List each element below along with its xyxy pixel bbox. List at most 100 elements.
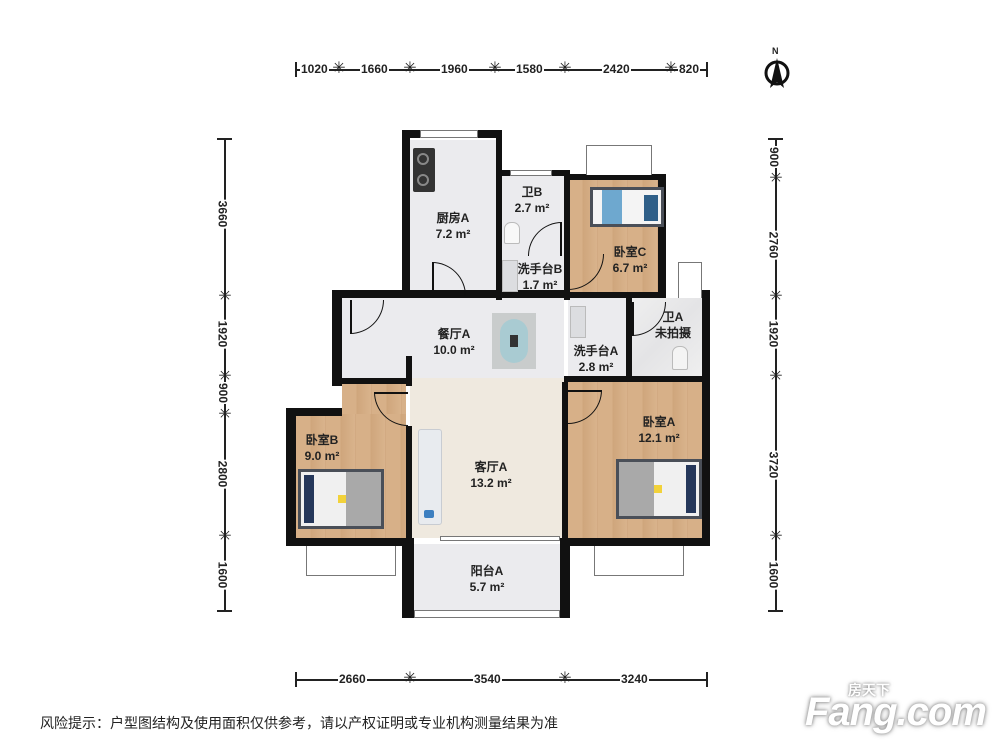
toilet-b-icon (504, 222, 520, 244)
room-name: 卫A (662, 310, 684, 324)
bedroom-b-label: 卧室B 9.0 m² (296, 432, 348, 464)
room-name: 餐厅A (437, 327, 471, 341)
wall (658, 174, 666, 298)
room-name: 卧室B (305, 433, 339, 447)
dim-tick-icon: ✳ (769, 170, 783, 187)
left-dim-3: 900 (216, 381, 231, 405)
wall (564, 376, 710, 382)
bedroom-c-bay-window (586, 145, 652, 175)
room-area: 10.0 m² (433, 343, 475, 357)
balcony-floor (414, 544, 560, 610)
top-dim-line (295, 69, 707, 71)
room-name: 卫B (521, 185, 543, 199)
room-area: 1.7 m² (522, 278, 558, 292)
wall (402, 290, 564, 298)
right-dim-5: 1600 (766, 560, 781, 590)
right-dim-end-top (768, 138, 783, 140)
left-dim-4: 2800 (215, 459, 230, 489)
top-dim-1: 1020 (300, 62, 329, 76)
dim-tick-icon: ✳ (769, 288, 783, 305)
bed-c-icon (590, 187, 664, 227)
room-area: 13.2 m² (470, 476, 512, 490)
wall (564, 170, 570, 300)
room-area: 未拍摄 (654, 326, 691, 340)
right-dim-1: 900 (767, 145, 782, 169)
basin-b-label: 洗手台B 1.7 m² (514, 261, 566, 293)
top-dim-4: 1580 (515, 62, 544, 76)
balcony-sliding-door (440, 536, 560, 541)
dim-tick-icon: ✳ (769, 528, 783, 545)
wall (564, 292, 664, 298)
left-dim-line (224, 138, 226, 610)
living-label: 客厅A 13.2 m² (456, 459, 526, 491)
sofa-icon (418, 429, 442, 525)
right-dim-2: 2760 (766, 230, 781, 260)
bath-a-window (678, 262, 702, 298)
kitchen-label: 厨房A 7.2 m² (420, 210, 486, 242)
right-dim-line (775, 138, 777, 610)
room-name: 客厅A (474, 460, 508, 474)
wall (332, 378, 412, 384)
dim-tick-icon: ✳ (558, 60, 572, 77)
bed-a-icon (616, 459, 702, 519)
right-dim-end-bottom (768, 610, 783, 612)
left-dim-1: 3660 (215, 199, 230, 229)
wall (286, 408, 342, 416)
disclaimer-text: 风险提示：户型图结构及使用面积仅供参考，请以产权证明或专业机构测量结果为准 (40, 715, 558, 731)
bedroom-a-bay-window (594, 546, 684, 576)
toilet-a-icon (672, 346, 688, 370)
wall (406, 356, 412, 386)
bottom-dim-1: 2660 (338, 672, 367, 686)
wall (562, 538, 710, 546)
room-name: 卧室A (642, 415, 676, 429)
dim-tick-icon: ✳ (488, 60, 502, 77)
wall (702, 290, 710, 546)
right-dim-3: 1920 (766, 319, 781, 349)
room-area: 2.8 m² (578, 360, 614, 374)
room-area: 2.7 m² (514, 201, 550, 215)
dining-label: 餐厅A 10.0 m² (424, 326, 484, 358)
logo-cn-text: 房天下 (848, 682, 890, 698)
stove-icon (413, 148, 435, 192)
left-dim-5: 1600 (215, 560, 230, 590)
bottom-dim-end-left (295, 672, 297, 687)
wall (626, 298, 632, 378)
wall (562, 382, 568, 546)
top-dim-2: 1660 (360, 62, 389, 76)
balcony-window (414, 610, 560, 618)
basin-a-label: 洗手台A 2.8 m² (568, 343, 624, 375)
dim-tick-icon: ✳ (558, 670, 572, 687)
wall (286, 538, 412, 546)
dim-tick-icon: ✳ (403, 670, 417, 687)
north-compass-icon: N (762, 46, 792, 92)
dim-tick-icon: ✳ (218, 368, 232, 385)
dim-tick-icon: ✳ (664, 60, 678, 77)
dim-tick-icon: ✳ (332, 60, 346, 77)
bottom-dim-2: 3540 (473, 672, 502, 686)
wall (286, 408, 296, 546)
dim-tick-icon: ✳ (218, 406, 232, 423)
wall (402, 130, 410, 298)
dim-tick-icon: ✳ (218, 288, 232, 305)
left-dim-2: 1920 (215, 319, 230, 349)
top-dim-end-left (295, 62, 297, 77)
balcony-label: 阳台A 5.7 m² (452, 563, 522, 595)
room-area: 7.2 m² (435, 227, 471, 241)
bath-a-label: 卫A 未拍摄 (648, 309, 698, 341)
top-dim-5: 2420 (602, 62, 631, 76)
basin-b-icon (502, 260, 518, 292)
room-area: 12.1 m² (638, 431, 680, 445)
room-name: 洗手台A (573, 344, 619, 358)
room-name: 厨房A (436, 211, 470, 225)
fang-logo[interactable]: 房天下 Fang.com (800, 678, 990, 738)
bedroom-b-bay-window (306, 546, 396, 576)
bedroom-c-label: 卧室C 6.7 m² (600, 244, 660, 276)
bath-b-window (510, 170, 552, 176)
room-name: 洗手台B (517, 262, 563, 276)
wall (560, 538, 570, 618)
room-area: 6.7 m² (612, 261, 648, 275)
compass-label: N (772, 46, 779, 56)
top-dim-end-right (706, 62, 708, 77)
dim-tick-icon: ✳ (218, 528, 232, 545)
logo-main-text: Fang.com (805, 690, 987, 734)
